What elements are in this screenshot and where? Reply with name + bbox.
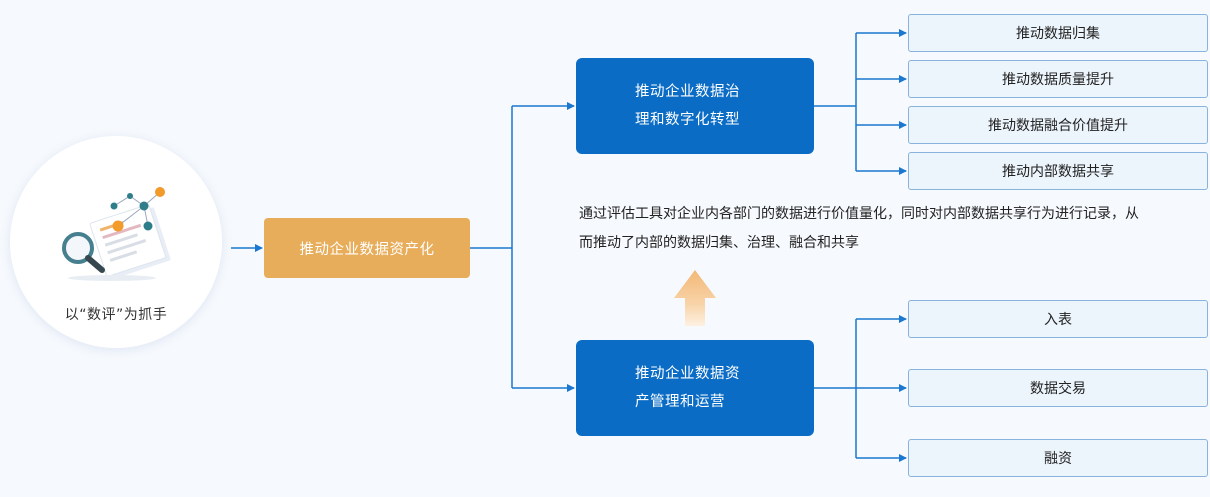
top-item-label: 推动数据归集 xyxy=(1016,26,1100,42)
top-box-line2: 理和数字化转型 xyxy=(635,112,740,128)
top-item-label: 推动数据融合价值提升 xyxy=(988,118,1128,134)
top-box-line1: 推动企业数据治 xyxy=(635,84,740,100)
top-item: 推动数据归集 xyxy=(908,14,1208,52)
bottom-box-line2: 产管理和运营 xyxy=(635,394,725,410)
bottom-item: 融资 xyxy=(908,439,1208,477)
bottom-box-line1: 推动企业数据资 xyxy=(635,366,740,382)
bottom-item: 入表 xyxy=(908,300,1208,338)
description-line2: 而推动了内部的数据归集、治理、融合和共享 xyxy=(579,235,859,251)
bottom-item-label: 融资 xyxy=(1044,451,1072,467)
bottom-item-label: 入表 xyxy=(1044,312,1072,328)
description-line1: 通过评估工具对企业内各部门的数据进行价值量化，同时对内部数据共享行为进行记录，从 xyxy=(579,206,1139,222)
bottom-item-label: 数据交易 xyxy=(1030,381,1086,397)
top-box-data-governance: 推动企业数据治 理和数字化转型 xyxy=(576,58,814,154)
center-box-data-assetization: 推动企业数据资产化 xyxy=(264,218,470,278)
bottom-box-asset-management: 推动企业数据资 产管理和运营 xyxy=(576,340,814,436)
up-arrow-icon xyxy=(674,270,716,326)
top-item-label: 推动内部数据共享 xyxy=(1002,164,1114,180)
entry-circle: 以“数评”为抓手 xyxy=(10,136,222,348)
center-box-label: 推动企业数据资产化 xyxy=(299,241,435,258)
top-item: 推动数据质量提升 xyxy=(908,60,1208,98)
top-item-label: 推动数据质量提升 xyxy=(1002,72,1114,88)
top-item: 推动数据融合价值提升 xyxy=(908,106,1208,144)
entry-label: 以“数评”为抓手 xyxy=(64,307,168,323)
top-item: 推动内部数据共享 xyxy=(908,152,1208,190)
description-text: 通过评估工具对企业内各部门的数据进行价值量化，同时对内部数据共享行为进行记录，从… xyxy=(579,200,1209,258)
bottom-item: 数据交易 xyxy=(908,369,1208,407)
data-analysis-magnifier-icon xyxy=(62,187,171,281)
